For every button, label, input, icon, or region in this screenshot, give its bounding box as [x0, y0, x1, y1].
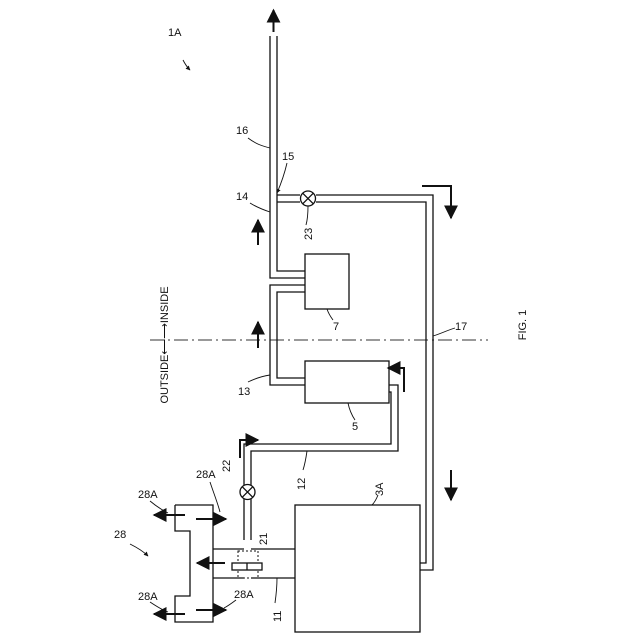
- ref-15-lead: [277, 163, 287, 193]
- ref-14-lead: [250, 203, 270, 212]
- ref-28-pointer: [130, 544, 148, 556]
- flow-arrow-12: [240, 440, 258, 458]
- ref-28A-top-right: 28A: [196, 469, 216, 481]
- ref-3A: 3A: [374, 482, 386, 496]
- ref-16: 16: [236, 125, 248, 137]
- ref-14: 14: [236, 191, 248, 203]
- unit-5: [305, 361, 389, 403]
- pipe-16: [270, 36, 277, 195]
- pipe-13: [270, 285, 305, 385]
- flow-arrow-5: [388, 368, 404, 392]
- ref-13-lead: [248, 375, 270, 382]
- engine-3A: [295, 505, 420, 632]
- ref-7: 7: [333, 321, 339, 333]
- ref-11-lead: [275, 578, 277, 603]
- valve-22: [240, 485, 255, 500]
- ref-17-lead: [433, 328, 455, 336]
- ref-5-lead: [348, 403, 355, 420]
- ref-28A-top-right-lead: [210, 482, 220, 512]
- ref-1A: 1A: [168, 27, 182, 39]
- ref-13: 13: [238, 386, 250, 398]
- ref-28A-bottom-left-lead: [150, 602, 168, 612]
- ref-28A-top-left-lead: [150, 501, 168, 513]
- ref-23: 23: [303, 228, 315, 240]
- ref-22: 22: [221, 460, 233, 472]
- ref-28A-top-left: 28A: [138, 489, 158, 501]
- ref-21: 21: [258, 533, 270, 545]
- unit-7: [305, 254, 349, 309]
- ref-1A-pointer: [183, 60, 190, 70]
- ref-28A-bottom-left: 28A: [138, 591, 158, 603]
- valve-23: [301, 191, 316, 206]
- ref-15: 15: [282, 151, 294, 163]
- ref-16-lead: [248, 138, 270, 148]
- figure-caption: FIG. 1: [517, 310, 529, 341]
- ref-5: 5: [352, 421, 358, 433]
- ref-11: 11: [272, 611, 284, 622]
- ref-17: 17: [455, 321, 467, 333]
- ref-28A-bottom-right: 28A: [234, 589, 254, 601]
- ref-12-lead: [303, 451, 307, 470]
- ref-12: 12: [296, 478, 308, 490]
- ref-28: 28: [114, 529, 126, 541]
- ref-7-lead: [327, 309, 333, 320]
- ref-28A-bottom-right-lead: [224, 600, 236, 608]
- pipe-14: [270, 195, 305, 278]
- ref-23-lead: [306, 206, 308, 225]
- boundary-label: OUTSIDE⟵⟶INSIDE: [159, 286, 171, 403]
